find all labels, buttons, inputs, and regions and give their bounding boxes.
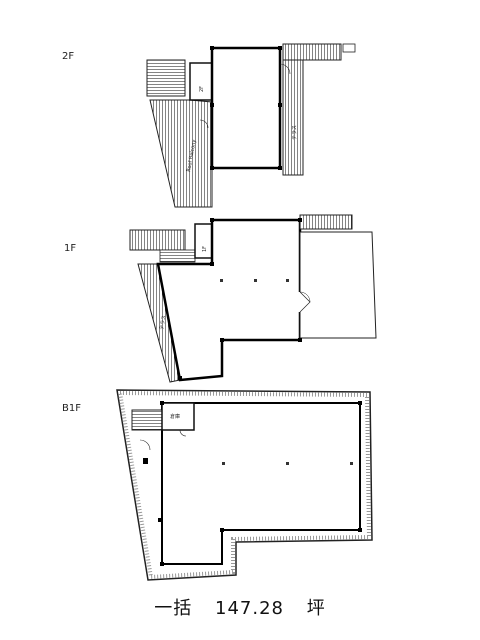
stair-2f-left	[146, 59, 186, 97]
annex-1f-right	[299, 231, 377, 339]
caption-area: 147.28	[215, 598, 284, 619]
stair-1f-right	[299, 214, 353, 230]
room-b1f-storage	[161, 402, 195, 431]
floor-2f-plan	[146, 43, 356, 208]
caption-unit: 坪	[306, 598, 326, 619]
room-label-2f-b: Roof Balcony	[186, 139, 198, 172]
floor-label-1f: 1F	[64, 243, 77, 254]
room-label-1f-a: 1F	[202, 246, 208, 252]
stair-1f-left	[129, 229, 186, 251]
area-caption: 一括 147.28 坪	[0, 594, 480, 620]
room-label-2f-a: 2F	[199, 86, 205, 92]
stair-2f-right	[282, 43, 342, 61]
room-2f-small	[189, 62, 213, 101]
stair-b1f	[131, 409, 163, 431]
room-label-b1f-a: 倉庫	[170, 413, 180, 420]
floor-label-b1f: B1F	[62, 403, 81, 414]
caption-prefix: 一括	[154, 598, 193, 619]
room-label-2f-c: テラス	[292, 125, 298, 140]
room-2f-main	[210, 46, 282, 170]
terrace-2f-left	[149, 99, 213, 208]
floor-b1f-plan	[116, 389, 373, 581]
terrace-2f-right	[282, 59, 304, 176]
room-label-1f-b: テラス	[159, 315, 167, 331]
floor-label-2f: 2F	[62, 51, 75, 62]
floor-1f-plan	[129, 214, 377, 383]
